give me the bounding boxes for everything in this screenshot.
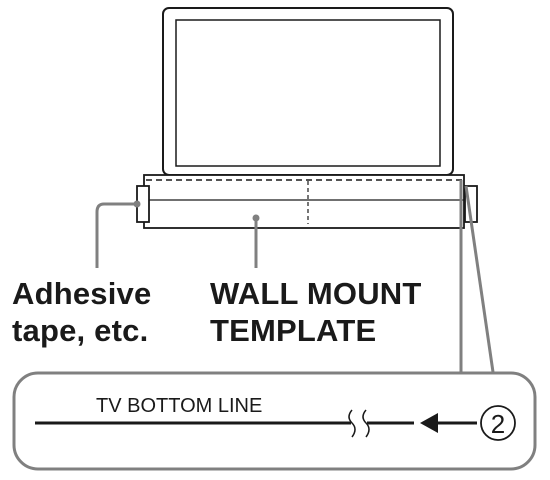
arrow-left-icon — [420, 413, 438, 433]
template-sheet-outline — [143, 174, 465, 229]
tv-illustration — [162, 7, 454, 176]
leader-dot-adhesive — [133, 200, 141, 208]
wall-mount-template-sheet — [136, 174, 478, 229]
tv-screen — [175, 19, 441, 167]
leader-lines — [95, 180, 495, 373]
detail-callout-box — [12, 371, 537, 471]
wall-mount-template-callout: WALL MOUNT TEMPLATE — [210, 275, 422, 349]
leader-adhesive-tape — [95, 202, 137, 268]
tv-bottom-line-label: TV BOTTOM LINE — [96, 395, 262, 417]
template-label-line1: WALL MOUNT — [210, 276, 422, 311]
leader-tv-bottom-right — [464, 185, 495, 373]
line-break-symbol — [348, 409, 370, 438]
leader-dot-template — [252, 214, 260, 222]
tv-bottom-line-detail: TV BOTTOM LINE 2 — [12, 371, 537, 471]
adhesive-label-line1: Adhesive — [12, 276, 152, 311]
template-label-line2: TEMPLATE — [210, 313, 377, 348]
adhesive-tape-callout: Adhesive tape, etc. — [12, 275, 151, 349]
step-number-circle — [480, 405, 516, 441]
step-number: 2 — [491, 409, 505, 439]
adhesive-label-line2: tape, etc. — [12, 313, 149, 348]
